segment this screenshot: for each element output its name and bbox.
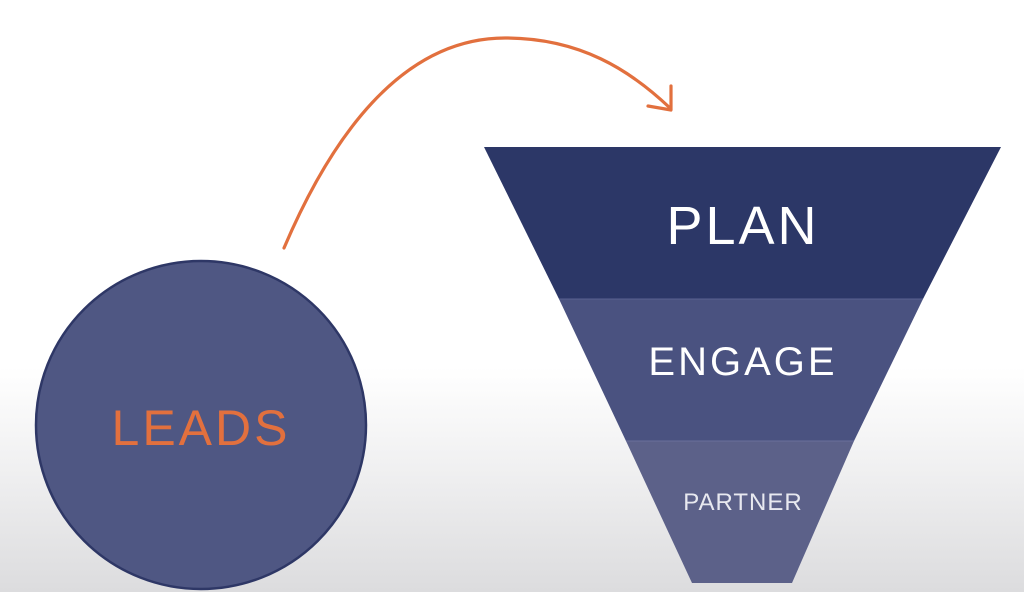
funnel-stage-plan <box>484 147 1001 299</box>
flow-arrow <box>282 36 673 250</box>
stage-label-engage: ENGAGE <box>648 340 837 384</box>
arrowhead-icon <box>646 84 673 112</box>
leads-node: LEADS <box>34 259 368 591</box>
stage-label-partner: PARTNER <box>683 489 802 516</box>
arrow-curve <box>282 36 672 250</box>
stage-label-plan: PLAN <box>666 196 819 256</box>
leads-circle <box>34 259 368 591</box>
leads-label: LEADS <box>112 400 291 456</box>
funnel-stage-engage <box>559 299 923 441</box>
funnel-stage-partner <box>626 441 854 583</box>
funnel: PLAN ENGAGE PARTNER <box>484 147 1001 583</box>
